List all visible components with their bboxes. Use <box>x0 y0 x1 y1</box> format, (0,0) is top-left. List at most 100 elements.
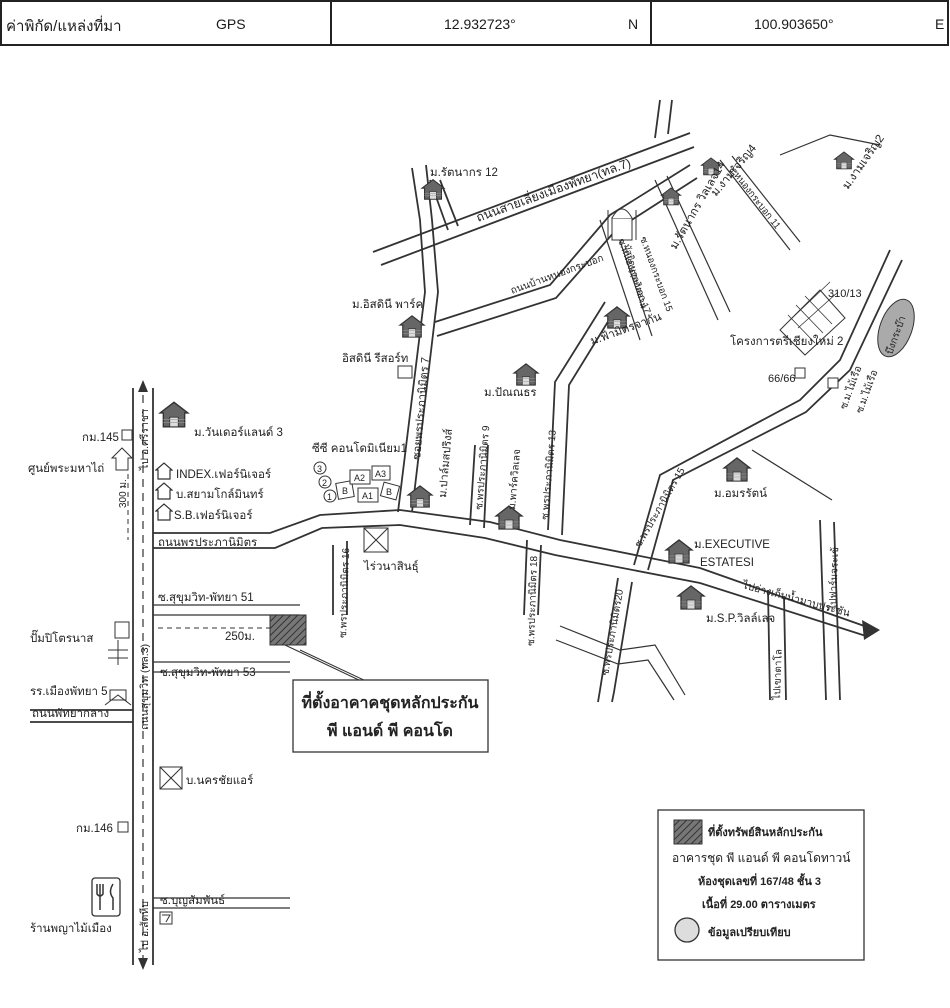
legend-area: เนื้อที่ 29.00 ตารางเมตร <box>702 896 816 911</box>
legend-panel <box>657 809 865 961</box>
target-label-line1: ที่ตั้งอาคาคชุดหลักประกัน <box>302 690 479 713</box>
latitude-value: 12.932723° <box>444 16 516 32</box>
cross-road-a <box>559 625 686 696</box>
label-executive: ม.EXECUTIVE <box>694 539 770 551</box>
soi-18-edge-a <box>523 539 528 616</box>
soi-18-edge-b <box>537 544 542 616</box>
label-soi-nk-11: ซ.หนองกระบอก 11 <box>726 163 783 231</box>
km145-icon <box>121 429 133 441</box>
farm-road-b <box>833 521 841 701</box>
label-to-sriracha: ไป อ.ศรีราชา <box>138 409 151 471</box>
location-map: ม.รัตนากร 12 ถนนสายเลี่ยงเมืองพัทยา(ทล.7… <box>28 99 915 970</box>
label-soi-15: ซ.พรประภานิมิตร 15 <box>633 466 688 550</box>
label-66-66: 66/66 <box>768 373 796 385</box>
restaurant-icon <box>91 877 121 917</box>
label-restaurant: ร้านพญาไม้เมือง <box>30 922 112 935</box>
label-phornprapha-road: ถนนพรประภานิมิตร <box>158 536 257 549</box>
soi-nk-11-b <box>731 155 801 243</box>
label-km145: กม.145 <box>82 432 119 444</box>
small-building <box>827 377 839 389</box>
label-estatesi: ESTATESI <box>700 557 754 569</box>
school-icon <box>104 689 132 706</box>
header-cell-longitude: 100.903650° E <box>650 0 949 46</box>
legend-compare: ข้อมูลเปรียบเทียบ <box>708 926 791 940</box>
label-palm-springs: ม.ปาล์มสปริงส์ <box>436 428 455 498</box>
coordinate-source: GPS <box>216 16 246 32</box>
target-label-box <box>292 679 489 753</box>
latitude-direction: N <box>628 16 639 32</box>
longitude-value: 100.903650° <box>754 16 834 32</box>
label-nongkrabok-road: ถนนบ้านหนองกระบอก <box>509 252 605 297</box>
label-nakhonchai: บ.นครชัยแอร์ <box>186 773 253 787</box>
legend-unit: ห้องชุดเลขที่ 167/48 ชั้น 3 <box>698 873 821 889</box>
coordinate-label: ค่าพิกัด/แหล่งที่มา <box>6 18 122 35</box>
label-to-khaotalo: ไปเขาตาโล <box>770 649 785 701</box>
soi-13-edge-a <box>547 301 606 531</box>
khaotalo-edge-a <box>767 589 771 701</box>
rainasin-icon <box>363 527 389 553</box>
soi-9-edge-b <box>483 444 489 529</box>
coordinates-header: ค่าพิกัด/แหล่งที่มา GPS 12.932723° N 100… <box>0 0 949 46</box>
palm-springs-house-icon <box>407 485 433 508</box>
farm-road-a <box>819 519 827 701</box>
ngamcharoen2-house-icon <box>833 151 855 170</box>
label-soi-9: ซ.พรประภานิมิตร 9 <box>474 425 492 511</box>
label-soi-53: ซ.สุขุมวิท-พัทยา 53 <box>160 666 256 679</box>
legend-collateral: ที่ตั้งทรัพย์สินหลักประกัน <box>708 824 823 839</box>
label-cc-condo: ซีซี คอนโดมิเนียม1 <box>312 441 407 455</box>
soi-15-edge-b <box>647 259 903 571</box>
label-wonderland: ม.วันเดอร์แลนด์ 3 <box>194 425 283 439</box>
label-a1: A1 <box>362 491 373 501</box>
label-isadinee-resort: อิสดินี รีสอร์ท <box>342 351 408 365</box>
soi-20-edge-b <box>611 581 633 703</box>
label-soi-18: ซ.พรประภานิมิตร 18 <box>526 555 540 646</box>
buddha-center-icon <box>110 447 134 471</box>
label-project-new: โครงการตรีเชียงใหม่ 2 <box>730 334 843 348</box>
sp-village-house-icon <box>677 585 705 610</box>
label-b2: B <box>386 487 392 497</box>
label-a2: A2 <box>354 473 365 483</box>
label-sb-furniture: S.B.เฟอร์นิเจอร์ <box>174 508 253 522</box>
pinnathorn-house-icon <box>513 363 539 386</box>
sb-furniture-icon <box>155 503 173 521</box>
target-label-line2: พี แอนด์ พี คอนโด <box>327 720 453 740</box>
label-soi-boonsamphan: ซ.บุญสัมพันธ์ <box>160 893 225 907</box>
km146-icon <box>117 821 129 833</box>
amornrat-house-icon <box>723 457 751 482</box>
mosque-icon <box>607 208 637 241</box>
label-gas-station: ปั๊มปิโตรนาส <box>30 629 93 645</box>
soi-15-edge-a <box>633 249 891 566</box>
top-right-road <box>779 134 881 156</box>
label-to-farm: ไปฟาร์มจระเข้ <box>827 547 841 611</box>
north-road-a <box>654 99 661 139</box>
label-park-village: ม.พาร์ควิลเลจ <box>506 449 523 511</box>
soi-9-edge-a <box>469 444 476 526</box>
nongkrabok-road-edge-a <box>434 164 691 323</box>
marker-1: 1 <box>327 492 332 502</box>
amornrat-road <box>751 449 833 501</box>
label-dist-300: 300 ม. <box>118 479 129 508</box>
label-pinnathorn: ม.ปัณณธร <box>484 387 537 399</box>
label-soi-51: ซ.สุขุมวิท-พัทยา 51 <box>158 591 254 604</box>
label-soi-7: ซอยพรประภานิมิตร 7 <box>411 357 432 461</box>
khaotalo-edge-b <box>783 595 787 701</box>
label-school: รร.เมืองพัทยา 5 <box>30 685 108 698</box>
lake-icon <box>877 298 915 358</box>
arrow-north <box>138 380 148 392</box>
isadinee-park-house-icon <box>399 315 425 338</box>
north-road-b <box>667 99 673 135</box>
label-dist-250: 250ม. <box>225 631 255 643</box>
arrow-south <box>138 958 148 970</box>
label-amornrat: ม.อมรรัตน์ <box>714 486 767 500</box>
header-cell-source: ค่าพิกัด/แหล่งที่มา GPS <box>0 0 332 46</box>
bypass-road-edge-b <box>380 146 695 266</box>
label-sp-village: ม.S.P.วิลล์เลจ <box>706 611 775 625</box>
cc-condo-buildings <box>313 461 401 503</box>
label-310-13: 310/13 <box>828 288 862 300</box>
label-ratanakorn12: ม.รัตนากร 12 <box>430 167 498 179</box>
marker-3: 3 <box>317 464 322 474</box>
label-soi-16: ซ.พรประภานิมิตร 16 <box>338 547 352 638</box>
label-index: INDEX.เฟอร์นิเจอร์ <box>176 467 271 481</box>
collateral-site <box>269 614 386 691</box>
label-siam-global: บ.สยามโกล์มินทร์ <box>176 487 264 501</box>
